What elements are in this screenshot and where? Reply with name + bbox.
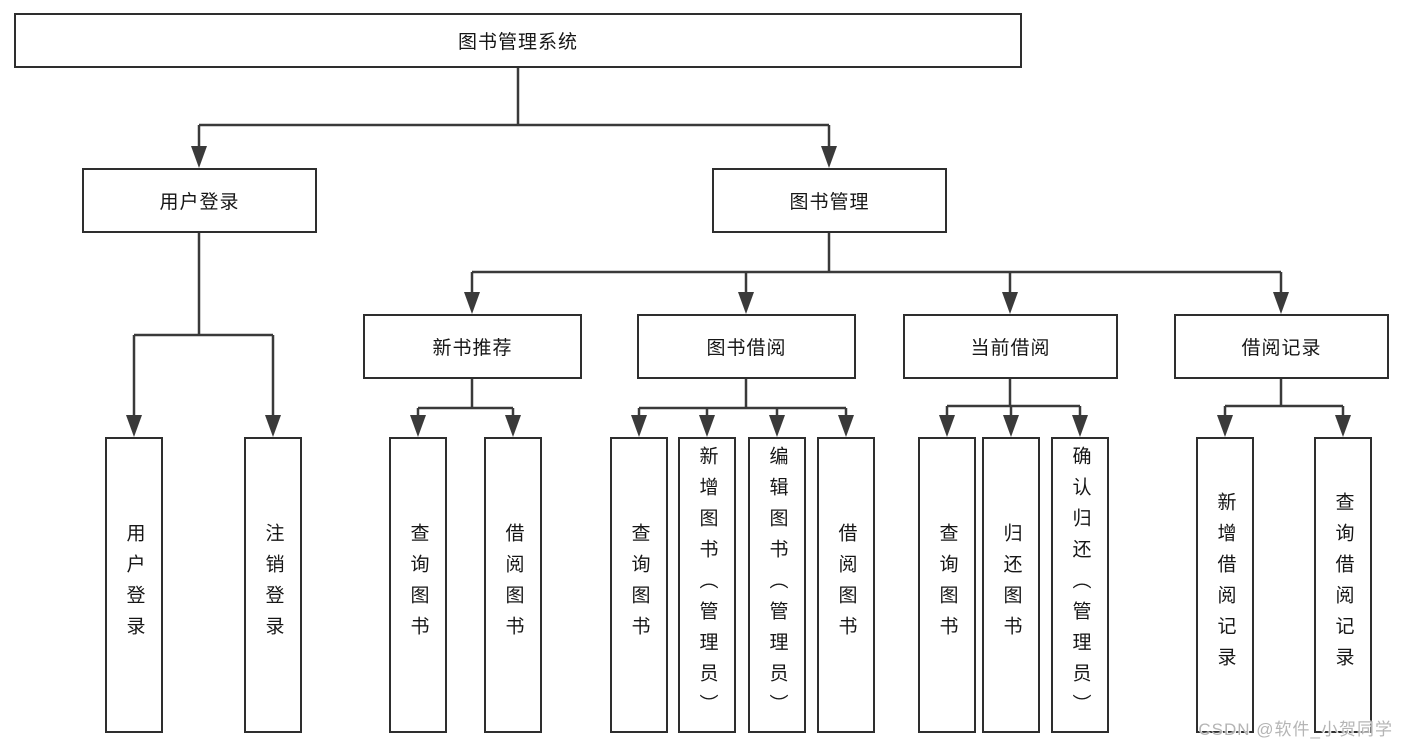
connector-root-split (197, 68, 831, 148)
leaf-add-borrow-record: 新增借阅记录 (1196, 437, 1254, 733)
connector-current-split (945, 379, 1082, 417)
node-book-management-label: 图书管理 (789, 192, 870, 213)
node-book-borrowing: 图书借阅 (637, 314, 856, 379)
leaf-borrow-books-recommend: 借阅图书 (484, 437, 542, 733)
node-user-login: 用户登录 (82, 168, 317, 233)
node-book-borrowing-label: 图书借阅 (706, 338, 787, 359)
connector-borrowing-split (637, 379, 848, 417)
node-new-book-recommend: 新书推荐 (363, 314, 582, 379)
node-new-book-recommend-label: 新书推荐 (432, 338, 513, 359)
leaf-return-books: 归还图书 (982, 437, 1040, 733)
arrowheads (126, 146, 1351, 437)
csdn-watermark: CSDN @软件_小贺同学 (1198, 720, 1393, 739)
leaf-query-books-current: 查询图书 (918, 437, 976, 733)
leaf-add-book-admin: 新增图书（管理员） (678, 437, 736, 733)
connector-bookmgmt-split (470, 233, 1283, 294)
leaf-query-books-borrowing: 查询图书 (610, 437, 668, 733)
node-book-management: 图书管理 (712, 168, 947, 233)
connector-records-split (1223, 379, 1345, 417)
leaf-query-books-recommend: 查询图书 (389, 437, 447, 733)
node-user-login-label: 用户登录 (159, 192, 240, 213)
leaf-borrow-books-borrowing: 借阅图书 (817, 437, 875, 733)
leaf-user-login: 用户登录 (105, 437, 163, 733)
node-library-system-label: 图书管理系统 (457, 32, 578, 53)
leaf-confirm-return-admin: 确认归还（管理员） (1051, 437, 1109, 733)
node-current-borrowing-label: 当前借阅 (970, 338, 1051, 359)
leaf-query-borrow-record: 查询借阅记录 (1314, 437, 1372, 733)
connector-newbook-split (416, 379, 515, 417)
leaf-logout: 注销登录 (244, 437, 302, 733)
connector-userlogin-split (132, 233, 275, 417)
node-current-borrowing: 当前借阅 (903, 314, 1118, 379)
node-library-system: 图书管理系统 (14, 13, 1022, 68)
node-borrowing-records: 借阅记录 (1174, 314, 1389, 379)
node-borrowing-records-label: 借阅记录 (1241, 338, 1322, 359)
leaf-edit-book-admin: 编辑图书（管理员） (748, 437, 806, 733)
